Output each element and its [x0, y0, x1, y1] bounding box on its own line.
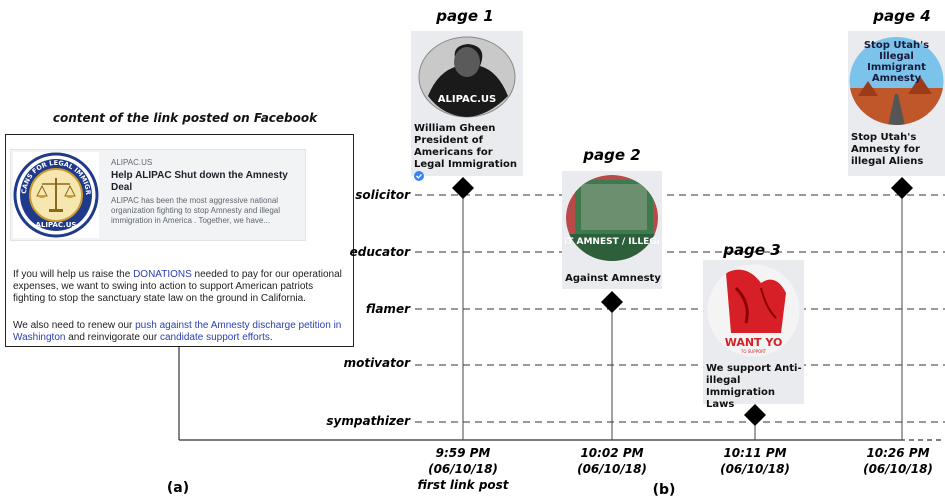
- page-1-title: page 1: [436, 7, 494, 25]
- para1-text-start: If you will help us raise the: [13, 269, 134, 280]
- page-3-image-subtext: TO SUPPORT: [740, 349, 767, 354]
- para1-text-end: needed to pay for our operational expens…: [13, 269, 342, 304]
- donations-link[interactable]: DONATIONS: [133, 269, 192, 280]
- time-label-3: 10:11 PM (06/10/18): [705, 445, 805, 477]
- page-1-image-text: ALIPAC.US: [438, 94, 496, 105]
- role-label-solicitor: solicitor: [355, 188, 410, 202]
- link-preview-card[interactable]: AMERICANS FOR LEGAL IMMIGRATION ALIPAC.U…: [10, 146, 306, 241]
- link-description: ALIPAC has been the most aggressive nati…: [111, 196, 280, 225]
- first-link-note: first link post: [417, 478, 509, 492]
- para2-text-mid: and reinvigorate our: [65, 332, 160, 343]
- time-label-4: 10:26 PM (06/10/18): [852, 445, 944, 477]
- date-3: (06/10/18): [720, 462, 790, 476]
- time-1: 9:59 PM: [435, 446, 491, 460]
- page-4-profile-image: Stop Utah's Illegal Immigrant Amnesty: [849, 37, 944, 125]
- para2-text-start: We also need to renew our: [13, 320, 136, 331]
- page-1-card[interactable]: ALIPAC.US William Gheen President of Ame…: [411, 31, 523, 181]
- date-2: (06/10/18): [577, 462, 647, 476]
- date-4: (06/10/18): [863, 462, 933, 476]
- alipac-seal-icon: AMERICANS FOR LEGAL IMMIGRATION ALIPAC.U…: [10, 146, 99, 238]
- diamond-marker-3: [744, 404, 766, 426]
- diamond-marker-4: [891, 177, 913, 199]
- sublabel-a: (a): [166, 480, 190, 496]
- time-2: 10:02 PM: [580, 446, 644, 460]
- para2-text-end: .: [269, 332, 273, 343]
- diamond-marker-2: [601, 291, 623, 313]
- logo-bottom-text: ALIPAC.US: [36, 221, 77, 229]
- role-label-flamer: flamer: [365, 302, 410, 316]
- sublabel-b: (b): [652, 482, 676, 498]
- time-label-2: 10:02 PM (06/10/18): [562, 445, 662, 477]
- page-2-card[interactable]: GAINST AMNEST / ILLEGAL ALI Against Amne…: [562, 171, 662, 289]
- page-2-image-text: GAINST AMNEST / ILLEGAL ALI: [565, 237, 659, 247]
- role-label-educator: educator: [349, 245, 410, 259]
- page-1-caption-text: William Gheen President of Americans for…: [414, 123, 517, 170]
- page-4-card[interactable]: Stop Utah's Illegal Immigrant Amnesty St…: [848, 31, 945, 176]
- diamond-marker-1: [452, 177, 474, 199]
- page-1-caption: William Gheen President of Americans for…: [414, 123, 522, 184]
- page-3-caption: We support Anti-illegal Immigration Laws: [706, 363, 802, 410]
- post-paragraph-2: We also need to renew our push against t…: [13, 320, 345, 344]
- role-label-sympathizer: sympathizer: [326, 414, 410, 428]
- link-title[interactable]: Help ALIPAC Shut down the Amnesty Deal: [111, 170, 288, 193]
- page-3-card[interactable]: WANT YO TO SUPPORT We support Anti-illeg…: [703, 260, 804, 410]
- page-3-image-text: WANT YO: [725, 336, 783, 349]
- post-paragraph-1: If you will help us raise the DONATIONS …: [13, 269, 345, 305]
- verified-check-icon: [414, 171, 424, 181]
- page-1-profile-image: ALIPAC.US: [418, 36, 516, 118]
- alipac-logo: AMERICANS FOR LEGAL IMMIGRATION ALIPAC.U…: [10, 146, 99, 238]
- page-2-title: page 2: [583, 146, 641, 164]
- page-3-title: page 3: [723, 241, 781, 259]
- date-1: (06/10/18): [428, 462, 498, 476]
- time-label-1: 9:59 PM (06/10/18) first link post: [413, 445, 513, 493]
- role-label-motivator: motivator: [343, 356, 410, 370]
- candidate-support-link[interactable]: candidate support efforts: [159, 332, 270, 343]
- page-2-caption: Against Amnesty: [565, 273, 661, 284]
- time-4: 10:26 PM: [866, 446, 930, 460]
- page-4-title: page 4: [873, 7, 931, 25]
- page-2-profile-image: GAINST AMNEST / ILLEGAL ALI: [565, 175, 659, 261]
- link-site: ALIPAC.US: [111, 158, 153, 167]
- petition-link[interactable]: push against the Amnesty discharge petit…: [13, 320, 342, 343]
- page-4-caption: Stop Utah's Amnesty for illegal Aliens: [851, 132, 924, 167]
- page-3-profile-image: WANT YO TO SUPPORT: [707, 264, 800, 357]
- page-4-image-text: Stop Utah's Illegal Immigrant Amnesty: [863, 40, 930, 84]
- time-3: 10:11 PM: [723, 446, 787, 460]
- facebook-content-heading: content of the link posted on Facebook: [52, 111, 318, 125]
